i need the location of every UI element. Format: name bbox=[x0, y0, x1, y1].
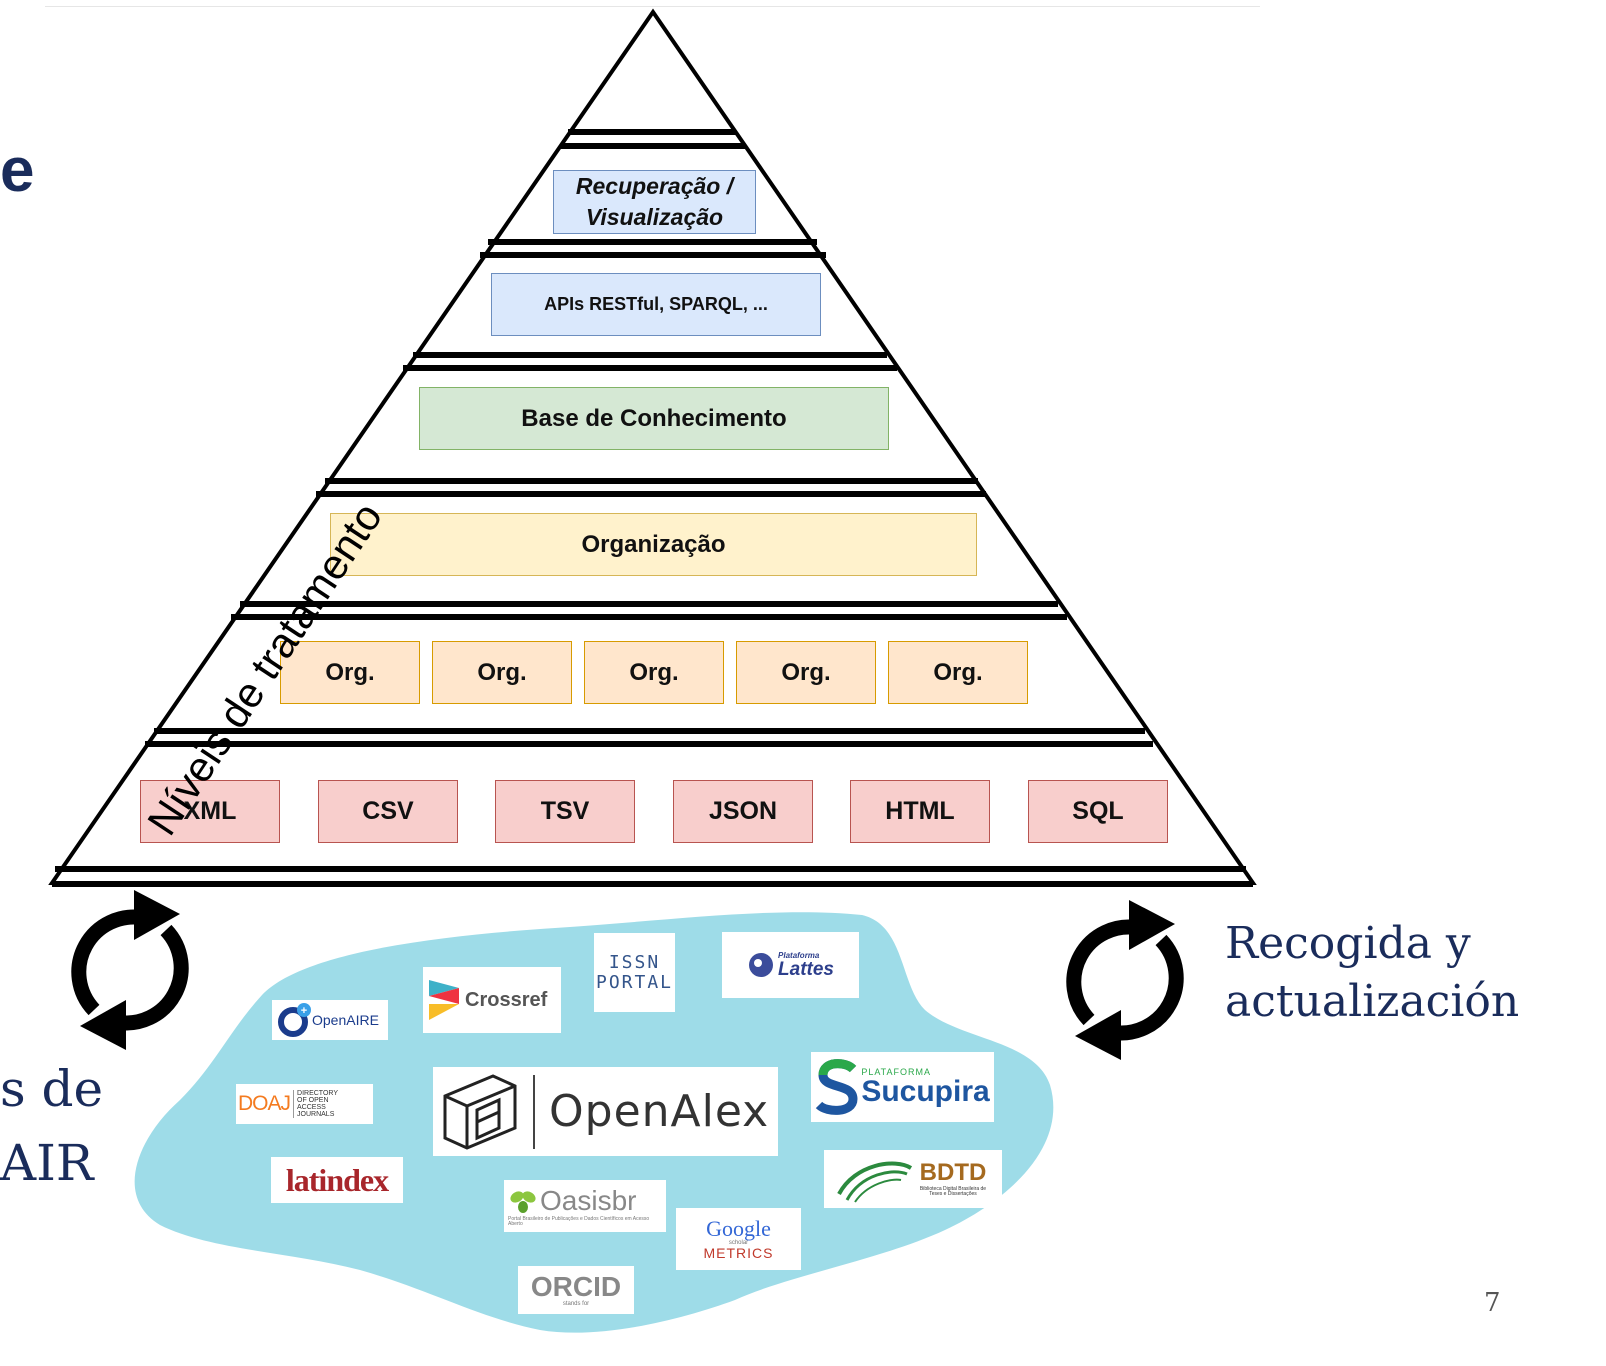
oasisbr-icon bbox=[510, 1190, 536, 1213]
format-tsv: TSV bbox=[495, 780, 635, 843]
openalex-label: OpenAlex bbox=[549, 1086, 770, 1137]
slide-title-fragment: e bbox=[0, 136, 35, 205]
right-caption-line2: actualización bbox=[1225, 976, 1520, 1027]
issn-label: ISSN bbox=[608, 951, 661, 973]
latindex-label: latindex bbox=[285, 1161, 389, 1198]
openaire-logo: + OpenAIRE bbox=[272, 1000, 388, 1040]
sucupira-small-label: PLATAFORMA bbox=[861, 1066, 931, 1077]
top-rule bbox=[45, 6, 1260, 7]
svg-text:+: + bbox=[301, 1005, 307, 1017]
format-json: JSON bbox=[673, 780, 813, 843]
retrieval-label-line1: Recuperação / bbox=[575, 172, 734, 199]
right-caption: Recogida y actualización bbox=[1225, 915, 1519, 1031]
left-caption-line1: s de bbox=[0, 1060, 104, 1118]
bdtd-sub-label: Biblioteca Digital Brasileira de Teses e… bbox=[919, 1186, 987, 1197]
oasisbr-label: Oasisbr bbox=[540, 1184, 637, 1216]
google-small-label: scholar bbox=[728, 1240, 749, 1246]
lattes-icon bbox=[749, 953, 774, 977]
lattes-logo: Plataforma Lattes bbox=[722, 932, 859, 998]
org-unit: Org. bbox=[736, 641, 876, 704]
format-xml: XML bbox=[140, 780, 280, 843]
retrieval-level: Recuperação / Visualização bbox=[553, 170, 756, 234]
oasisbr-sub-label: Portal Brasileiro de Publicações e Dados… bbox=[508, 1215, 650, 1227]
right-caption-line1: Recogida y bbox=[1225, 918, 1471, 969]
oasisbr-logo: Oasisbr Portal Brasileiro de Publicações… bbox=[504, 1180, 666, 1232]
orcid-sub-label: stands for bbox=[562, 1301, 590, 1307]
sucupira-icon bbox=[816, 1059, 858, 1115]
org-unit: Org. bbox=[888, 641, 1028, 704]
issn-portal-logo: ISSN PORTAL bbox=[594, 933, 675, 1012]
openalex-icon bbox=[443, 1073, 517, 1150]
org-unit: Org. bbox=[584, 641, 724, 704]
organization-level: Organização bbox=[330, 513, 977, 576]
openaire-icon: + bbox=[278, 1003, 311, 1037]
org-unit: Org. bbox=[280, 641, 420, 704]
google-scholar-metrics-logo: Google scholar METRICS bbox=[676, 1208, 801, 1270]
latindex-logo: latindex bbox=[271, 1157, 403, 1203]
portal-label: PORTAL bbox=[595, 971, 674, 993]
openalex-logo: OpenAlex bbox=[433, 1067, 778, 1156]
lattes-small-label: Plataforma bbox=[778, 950, 820, 960]
crossref-logo: Crossref bbox=[423, 967, 561, 1033]
format-html: HTML bbox=[850, 780, 990, 843]
retrieval-label-line2: Visualização bbox=[585, 204, 724, 230]
bdtd-icon bbox=[837, 1161, 913, 1203]
orcid-label: ORCID bbox=[530, 1271, 622, 1302]
doaj-logo: DOAJ DIRECTORY OF OPEN ACCESS JOURNALS bbox=[236, 1084, 373, 1124]
crossref-label: Crossref bbox=[465, 988, 548, 1011]
knowledge-base-level: Base de Conhecimento bbox=[419, 387, 889, 450]
crossref-icon bbox=[429, 980, 459, 1020]
google-label: Google bbox=[706, 1216, 771, 1241]
orcid-logo: ORCID stands for bbox=[518, 1266, 634, 1314]
doaj-label: DOAJ bbox=[238, 1092, 291, 1115]
bdtd-label: BDTD bbox=[919, 1159, 987, 1186]
doaj-sub-label: DIRECTORY OF OPEN ACCESS JOURNALS bbox=[293, 1090, 347, 1118]
bdtd-logo: BDTD Biblioteca Digital Brasileira de Te… bbox=[824, 1150, 1002, 1208]
metrics-label: METRICS bbox=[703, 1245, 774, 1261]
api-level: APIs RESTful, SPARQL, ... bbox=[491, 273, 821, 336]
left-caption: s de AIR bbox=[0, 1052, 103, 1200]
page-number: 7 bbox=[1484, 1288, 1501, 1318]
lattes-label: Lattes bbox=[778, 958, 834, 980]
sucupira-label: Sucupira bbox=[861, 1074, 990, 1108]
pyramid-dividers bbox=[52, 129, 1253, 887]
sync-icon bbox=[71, 890, 189, 1050]
format-sql: SQL bbox=[1028, 780, 1168, 843]
format-csv: CSV bbox=[318, 780, 458, 843]
sucupira-logo: PLATAFORMA Sucupira bbox=[811, 1052, 994, 1122]
left-caption-line2: AIR bbox=[0, 1134, 94, 1192]
org-unit: Org. bbox=[432, 641, 572, 704]
sync-icon bbox=[1066, 900, 1184, 1060]
openaire-label: OpenAIRE bbox=[312, 1012, 379, 1028]
